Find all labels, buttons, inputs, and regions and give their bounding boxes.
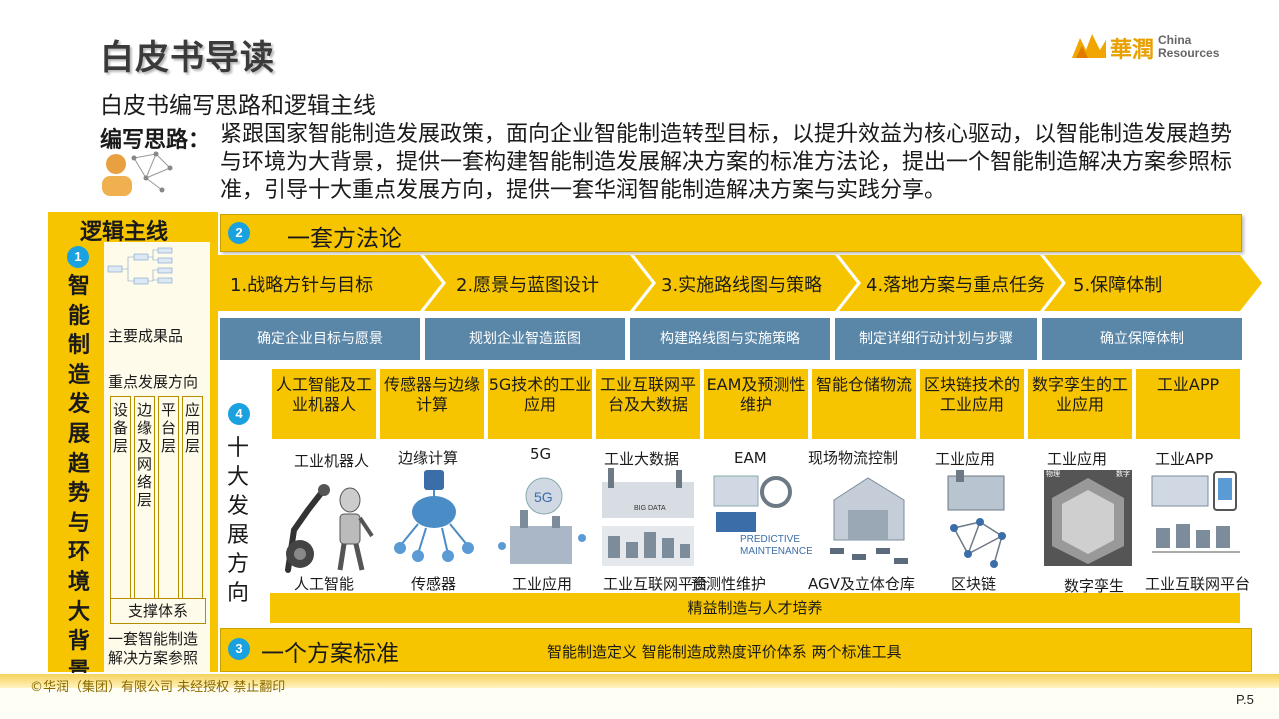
- topic-digital-twin: 数字孪生的工业应用: [1028, 369, 1132, 439]
- topic-industrial-app: 工业APP: [1136, 369, 1240, 439]
- img-bottom-label-6: AGV及立体仓库: [808, 575, 915, 593]
- number-badge-3: 3: [228, 638, 250, 660]
- number-badge-2: 2: [228, 222, 250, 244]
- methodology-label: 一套方法论: [287, 226, 402, 252]
- logic-mainline-title: 逻辑主线: [80, 220, 169, 245]
- step-3-label: 3.实施路线图与策略: [661, 275, 823, 296]
- approach-text: 紧跟国家智能制造发展政策，面向企业智能制造转型目标，以提升效益为核心驱动，以智能…: [220, 122, 1233, 203]
- topic-5g: 5G技术的工业应用: [488, 369, 592, 439]
- reference-label: 一套智能制造解决方案参照: [108, 630, 199, 667]
- warehouse-agv-icon: [830, 477, 908, 564]
- img-bottom-label-1: 人工智能: [294, 575, 355, 593]
- tree-diagram-icon: [107, 247, 173, 285]
- chevron-step-2: [424, 255, 652, 311]
- img-bottom-label-4: 工业互联网平台: [603, 575, 709, 593]
- number-badge-1: 1: [67, 246, 89, 268]
- step-5-label: 5.保障体制: [1073, 275, 1163, 296]
- step-2-label: 2.愿景与蓝图设计: [456, 275, 600, 296]
- logo-cn: 華潤: [1110, 37, 1155, 63]
- step-chevrons: [218, 255, 1262, 311]
- chevron-step-3: [634, 255, 857, 311]
- img-top-label-8: 工业应用: [1047, 450, 1108, 468]
- topic-iiot-bigdata: 工业互联网平台及大数据: [596, 369, 700, 439]
- main-results-label: 主要成果品: [108, 327, 184, 345]
- img-top-label-4: 工业大数据: [604, 450, 680, 468]
- action-box-4: 制定详细行动计划与步骤: [835, 318, 1037, 360]
- img-top-label-9: 工业APP: [1155, 450, 1214, 468]
- 5g-factory-icon: 5G: [498, 477, 586, 564]
- img-top-label-6: 现场物流控制: [808, 449, 899, 467]
- background-vertical-title: 智能制造发展趋势与环境大背景: [67, 274, 90, 684]
- scheme-desc: 智能制造定义 智能制造成熟度评价体系 两个标准工具: [547, 643, 902, 661]
- img-bottom-label-5: 预测性维护: [691, 575, 767, 593]
- methodology-bar: 一套方法论: [220, 214, 1242, 252]
- layer-application: 应用层: [182, 396, 203, 600]
- topic-ai-robot: 人工智能及工业机器人: [272, 369, 376, 439]
- svg-text:5G: 5G: [534, 489, 553, 505]
- img-top-label-2: 边缘计算: [398, 449, 459, 467]
- topic-eam: EAM及预测性维护: [704, 369, 808, 439]
- img-bottom-label-3: 工业应用: [512, 575, 573, 593]
- step-4-label: 4.落地方案与重点任务: [866, 275, 1046, 296]
- bigdata-platform-icon: BIG DATA: [602, 468, 694, 566]
- action-box-5: 确立保障体制: [1042, 318, 1242, 360]
- img-top-label-5: EAM: [734, 449, 767, 467]
- img-bottom-label-7: 区块链: [951, 575, 997, 593]
- robot-ai-illustration-icon: [285, 484, 374, 573]
- approach-label: 编写思路：: [100, 128, 211, 153]
- digital-twin-icon: 物理 数字: [1044, 469, 1132, 566]
- img-bottom-label-8: 数字孪生: [1064, 577, 1125, 595]
- img-bottom-label-9: 工业互联网平台: [1145, 575, 1251, 593]
- topic-sensor-edge: 传感器与边缘计算: [380, 369, 484, 439]
- topic-logistics: 智能仓储物流: [812, 369, 916, 439]
- copyright-text: ©华润（集团）有限公司 未经授权 禁止翻印: [30, 680, 286, 695]
- blockchain-icon: [947, 470, 1006, 568]
- page-title: 白皮书导读: [100, 38, 275, 78]
- number-badge-4: 4: [228, 403, 250, 425]
- action-box-1: 确定企业目标与愿景: [220, 318, 420, 360]
- action-box-3: 构建路线图与实施策略: [630, 318, 830, 360]
- img-top-label-7: 工业应用: [935, 450, 996, 468]
- action-box-2: 规划企业智造蓝图: [425, 318, 625, 360]
- scheme-standard-bar: 一个方案标准 智能制造定义 智能制造成熟度评价体系 两个标准工具: [220, 628, 1252, 672]
- scheme-label: 一个方案标准: [261, 641, 399, 667]
- layer-device: 设备层: [110, 396, 131, 600]
- img-bottom-label-2: 传感器: [411, 575, 457, 593]
- chevron-step-1: [218, 255, 442, 311]
- step-1-label: 1.战略方针与目标: [230, 275, 374, 296]
- footer-band: [0, 674, 1279, 688]
- page-number: P.5: [1236, 692, 1254, 707]
- topic-blockchain: 区块链技术的工业应用: [920, 369, 1024, 439]
- svg-text:数字: 数字: [1116, 469, 1130, 478]
- svg-text:物理: 物理: [1046, 469, 1060, 478]
- key-direction-label: 重点发展方向: [108, 373, 199, 391]
- industrial-app-icon: [1151, 471, 1240, 553]
- subtitle: 白皮书编写思路和逻辑主线: [100, 93, 376, 119]
- img-top-label-1: 工业机器人: [294, 452, 370, 470]
- chevron-step-4: [839, 255, 1062, 311]
- thinking-person-icon: [102, 151, 173, 196]
- svg-text:BIG DATA: BIG DATA: [634, 505, 666, 512]
- layer-platform: 平台层: [158, 396, 179, 600]
- img-top-label-3: 5G: [530, 445, 552, 463]
- support-system-label: 支撑体系: [110, 598, 206, 624]
- logo-mark-icon: [1072, 34, 1106, 58]
- ten-directions-label: 十大发展方向: [226, 436, 249, 606]
- layer-edge-network: 边缘及网络层: [134, 396, 155, 600]
- lean-manufacturing-bar: 精益制造与人才培养: [270, 593, 1240, 623]
- svg-text:MAINTENANCE: MAINTENANCE: [740, 546, 812, 557]
- predictive-maintenance-icon: PREDICTIVE MAINTENANCE: [713, 475, 812, 557]
- svg-text:PREDICTIVE: PREDICTIVE: [740, 534, 800, 545]
- edge-computing-sensor-icon: [394, 470, 474, 562]
- chevron-step-5: [1044, 255, 1262, 311]
